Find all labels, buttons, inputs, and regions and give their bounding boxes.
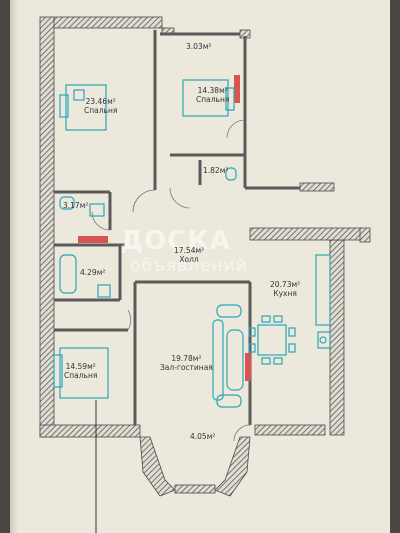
bed-3 <box>53 347 109 399</box>
red-column-2 <box>78 236 108 243</box>
watermark-title: ДОСКА <box>120 226 231 256</box>
bottom-wall-left <box>39 424 141 438</box>
bath-fixtures-1 <box>225 167 237 181</box>
floor-plan-sheet <box>10 0 390 533</box>
room-area: 3.17м² <box>63 201 89 210</box>
room-label-bedroom2: 14.38м² Спальня <box>196 86 229 104</box>
room-name: Холл <box>179 255 199 264</box>
paper-fold-shadow <box>10 0 18 533</box>
room-label-bath2: 3.17м² <box>63 201 88 210</box>
room-area: 3.03м² <box>186 42 212 51</box>
room-area: 17.54м² <box>174 246 205 255</box>
kitchen-top-cap <box>359 227 371 243</box>
room-label-balcony: 3.03м² <box>186 42 211 51</box>
bath-balcony-wall <box>299 182 335 192</box>
room-name: Спальня <box>84 106 118 115</box>
room-name: Спальня <box>196 95 230 104</box>
bay-window <box>139 436 251 497</box>
bed-2 <box>182 79 235 117</box>
watermark-subtitle: объявлений <box>130 256 248 276</box>
room-label-hall: 17.54м² Холл <box>174 246 204 264</box>
red-column-3 <box>245 353 251 381</box>
interior-walls <box>54 30 300 425</box>
kitchen-top-wall <box>249 227 363 241</box>
doors <box>91 119 251 442</box>
sofa <box>212 304 244 408</box>
bottom-wall-right <box>254 424 326 436</box>
top-wall-left <box>53 16 163 29</box>
red-column-1 <box>234 75 240 103</box>
red-columns <box>78 75 251 381</box>
washer <box>97 284 111 298</box>
room-label-kitchen: 20.73м² Кухня <box>270 280 300 298</box>
room-area: 19.78м² <box>171 354 202 363</box>
room-label-bedroom3: 14.59м² Спальня <box>64 362 97 380</box>
room-label-laundry: 4.29м² <box>80 268 105 277</box>
room-area: 14.59м² <box>65 362 96 371</box>
room-name: Спальня <box>64 371 98 380</box>
left-wall <box>39 16 55 438</box>
bath-fixtures-2 <box>59 196 105 217</box>
bed-1 <box>59 84 107 131</box>
room-area: 14.38м² <box>197 86 228 95</box>
room-area: 4.29м² <box>80 268 106 277</box>
room-area: 23.46м² <box>85 97 116 106</box>
outer-walls <box>39 16 371 438</box>
dining-table <box>248 315 296 365</box>
room-area: 4.05м² <box>190 432 216 441</box>
room-area: 20.73м² <box>270 280 301 289</box>
room-label-bath1: 1.82м² <box>203 166 228 175</box>
room-name: Зал-гостиная <box>160 363 213 372</box>
right-wall-kitchen <box>329 239 345 436</box>
kitchen-counter <box>315 254 331 349</box>
room-name: Кухня <box>273 289 297 298</box>
room-label-bay: 4.05м² <box>190 432 215 441</box>
room-area: 1.82м² <box>203 166 229 175</box>
bathtub <box>59 254 77 294</box>
room-label-bedroom1: 23.46м² Спальня <box>84 97 117 115</box>
room-label-living: 19.78м² Зал-гостиная <box>160 354 213 372</box>
